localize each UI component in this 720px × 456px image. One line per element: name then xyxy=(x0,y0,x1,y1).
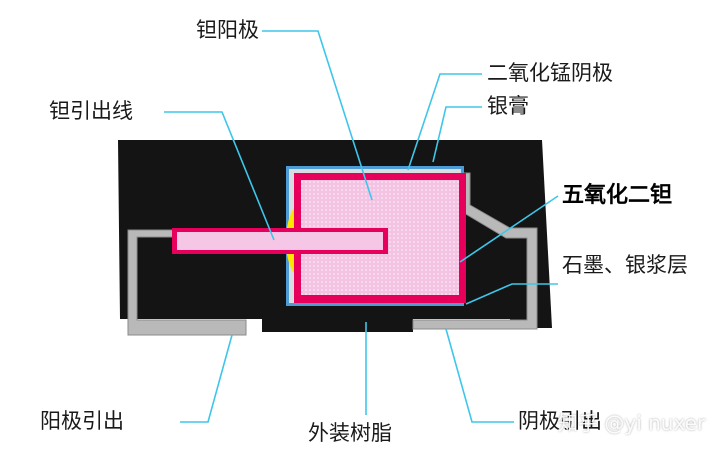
leader-mno2 xyxy=(407,73,482,171)
label-tantalum-lead: 钽引出线 xyxy=(49,99,133,123)
watermark: 知乎 @yi nuxer xyxy=(558,411,706,435)
label-tantalum-pentoxide: 五氧化二钽 xyxy=(562,183,673,208)
label-tantalum-anode: 钽阳极 xyxy=(196,18,259,42)
label-cathode-terminal: 阴极引出 xyxy=(518,409,602,433)
label-anode-terminal: 阳极引出 xyxy=(40,409,124,433)
lead-wire-core xyxy=(177,232,383,250)
leader-tantalum-anode xyxy=(262,30,373,201)
leader-silver xyxy=(432,106,482,163)
cathode-terminal-metal xyxy=(412,172,538,330)
label-molding-resin: 外装树脂 xyxy=(308,421,392,445)
label-silver-paste: 银膏 xyxy=(487,94,529,118)
leader-lines xyxy=(164,30,559,423)
leader-oxide xyxy=(459,195,559,263)
leader-graphite xyxy=(465,283,558,305)
leader-anode-term xyxy=(180,334,233,423)
label-graphite-silver: 石墨、银浆层 xyxy=(562,253,688,277)
leader-lead xyxy=(164,111,275,241)
leader-cathode-term xyxy=(445,328,514,423)
label-mno2-cathode: 二氧化锰阴极 xyxy=(487,61,613,85)
